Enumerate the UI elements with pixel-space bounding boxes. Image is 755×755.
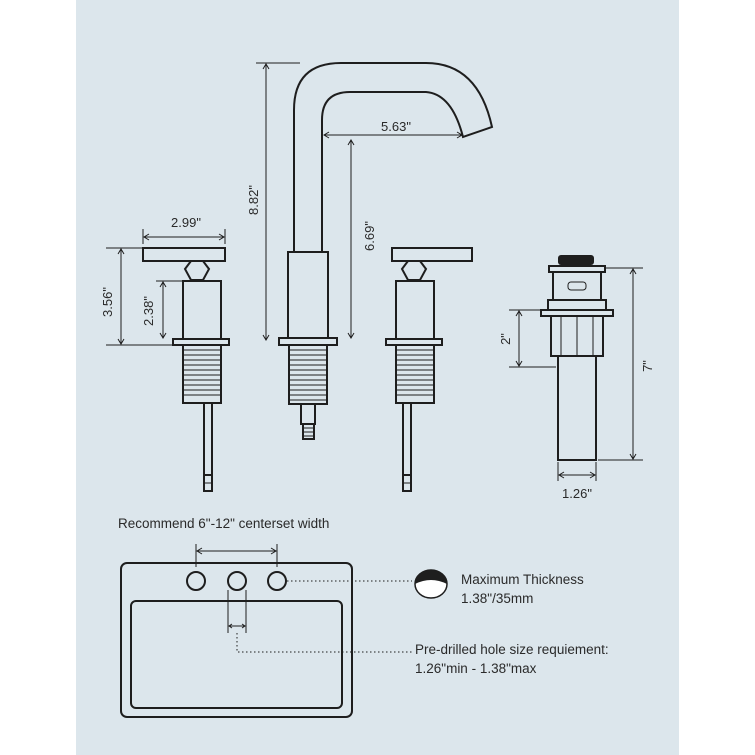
dim-spout-clearance: 6.69" [347,139,377,339]
dim-spout-reach: 5.63" [323,119,463,139]
left-handle [142,247,230,492]
drain-height-label: 2" [498,333,513,345]
dim-drain-height: 2" [498,309,556,368]
dim-centerset [195,544,278,567]
thickness-value: 1.38"/35mm [461,591,534,606]
handle-width-label: 2.99" [171,215,201,230]
thickness-icon [414,569,448,599]
right-handle [385,247,473,492]
dim-hole-size [227,590,247,633]
hole-size-title: Pre-drilled hole size requiement: [415,642,609,657]
dim-drain-width: 1.26" [557,462,597,501]
dim-spout-height: 8.82" [246,62,300,341]
dim-handle-height: 3.56" [100,247,173,346]
hole-size-value: 1.26"min - 1.38"max [415,661,537,676]
hole-right [267,571,287,591]
spout [278,62,494,440]
drain-width-label: 1.26" [562,486,592,501]
dim-drain-length: 7" [598,267,655,461]
drain-length-label: 7" [640,360,655,372]
thickness-title: Maximum Thickness [461,572,584,587]
handle-body-label: 2.38" [141,296,156,326]
spout-height-label: 8.82" [246,185,261,215]
background-panel [76,0,679,755]
leader-lines [236,580,412,653]
spout-clearance-label: 6.69" [362,221,377,251]
spout-reach-label: 5.63" [381,119,411,134]
centerset-note: Recommend 6"-12" centerset width [118,516,330,531]
dim-handle-width: 2.99" [142,215,226,244]
dim-handle-body: 2.38" [141,280,183,339]
sink-top-view [120,562,353,718]
hole-center [227,571,247,591]
handle-height-label: 3.56" [100,287,115,317]
hole-left [186,571,206,591]
pop-up-drain [540,255,614,461]
